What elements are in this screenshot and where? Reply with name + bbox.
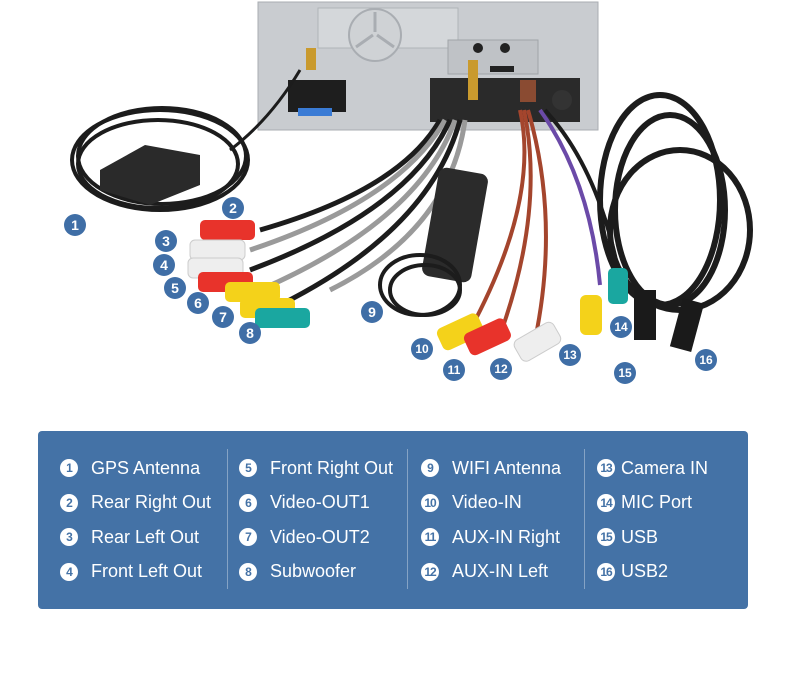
marker-15: 15	[614, 362, 636, 384]
legend-label: WIFI Antenna	[452, 457, 562, 478]
legend-number-badge: 12	[421, 562, 439, 581]
legend-item: 11 AUX-IN Right	[421, 520, 561, 555]
legend-label: GPS Antenna	[91, 457, 201, 478]
marker-2: 2	[222, 197, 244, 219]
legend-column-2: 5 Front Right Out 6 Video-OUT1 7 Video-OUT2…	[239, 451, 393, 589]
legend-label: Video-OUT2	[270, 526, 370, 547]
legend-panel: 1 GPS Antenna 2 Rear Right Out 3 Rear Left …	[38, 431, 748, 609]
wiring-illustration	[70, 1, 753, 362]
legend-label: Front Right Out	[270, 457, 394, 478]
legend-number-badge: 10	[421, 493, 439, 512]
legend-item: 1 GPS Antenna	[60, 451, 211, 486]
legend-item: 12 AUX-IN Left	[421, 555, 561, 590]
legend-item: 2 Rear Right Out	[60, 486, 211, 521]
legend-label: Rear Right Out	[91, 492, 212, 513]
wifi-antenna-module	[422, 167, 488, 283]
marker-9: 9	[361, 301, 383, 323]
usb-connector-2	[669, 298, 705, 352]
rca-plugs-left	[187, 220, 310, 328]
legend-label: USB2	[621, 561, 669, 582]
legend-label: AUX-IN Right	[452, 526, 561, 547]
legend-number-badge: 2	[60, 493, 78, 512]
legend-divider	[584, 449, 585, 589]
head-unit-chassis	[257, 1, 599, 131]
legend-item: 13 Camera IN	[597, 451, 708, 486]
legend-item: 16 USB2	[597, 555, 708, 590]
legend-divider	[227, 449, 228, 589]
legend-item: 15 USB	[597, 520, 708, 555]
legend-column-4: 13 Camera IN 14 MIC Port 15 USB 16 USB2	[597, 451, 708, 589]
legend-item: 3 Rear Left Out	[60, 520, 211, 555]
marker-12: 12	[490, 358, 512, 380]
wifi-cable-coil	[378, 253, 462, 317]
legend-number-badge: 8	[239, 562, 257, 581]
legend-label: MIC Port	[621, 492, 693, 513]
gps-antenna	[70, 69, 302, 212]
harness-cables	[249, 108, 622, 341]
legend-item: 5 Front Right Out	[239, 451, 393, 486]
legend-item: 9 WIFI Antenna	[421, 451, 561, 486]
marker-14: 14	[610, 316, 632, 338]
legend-number-badge: 3	[60, 528, 78, 547]
legend-label: Camera IN	[621, 457, 709, 478]
legend-number-badge: 5	[239, 459, 257, 478]
legend-item: 10 Video-IN	[421, 486, 561, 521]
legend-number-badge: 14	[597, 493, 615, 512]
marker-16: 16	[695, 349, 717, 371]
legend-label: USB	[621, 526, 659, 547]
legend-label: Rear Left Out	[91, 526, 200, 547]
legend-item: 8 Subwoofer	[239, 555, 393, 590]
legend-label: Front Left Out	[91, 561, 203, 582]
legend-number-badge: 6	[239, 493, 257, 512]
marker-11: 11	[443, 359, 465, 381]
legend-number-badge: 16	[597, 562, 615, 581]
legend-number-badge: 11	[421, 528, 439, 547]
legend-number-badge: 4	[60, 562, 78, 581]
legend-item: 14 MIC Port	[597, 486, 708, 521]
marker-8: 8	[239, 322, 261, 344]
legend-label: Video-IN	[452, 492, 522, 513]
legend-item: 7 Video-OUT2	[239, 520, 393, 555]
legend-number-badge: 7	[239, 528, 257, 547]
product-photo: 1 2 3 4 5 6 7 8 9 10 11 12 13 14 15 16	[64, 1, 753, 384]
usb-connector-1	[634, 290, 656, 340]
marker-5: 5	[164, 277, 186, 299]
rca-plugs-bottom	[436, 268, 628, 362]
gps-antenna-puck	[100, 145, 200, 205]
marker-7: 7	[212, 306, 234, 328]
legend-number-badge: 1	[60, 459, 78, 478]
legend-label: Subwoofer	[270, 561, 357, 582]
legend-number-badge: 13	[597, 459, 615, 478]
marker-13: 13	[559, 344, 581, 366]
legend-item: 6 Video-OUT1	[239, 486, 393, 521]
marker-6: 6	[187, 292, 209, 314]
marker-10: 10	[411, 338, 433, 360]
marker-3: 3	[155, 230, 177, 252]
legend-item: 4 Front Left Out	[60, 555, 211, 590]
marker-4: 4	[153, 254, 175, 276]
legend-label: AUX-IN Left	[452, 561, 549, 582]
legend-column-1: 1 GPS Antenna 2 Rear Right Out 3 Rear Left …	[60, 451, 211, 589]
legend-label: Video-OUT1	[270, 492, 370, 513]
legend-divider	[407, 449, 408, 589]
legend-number-badge: 15	[597, 528, 615, 547]
legend-number-badge: 9	[421, 459, 439, 478]
marker-1: 1	[64, 214, 86, 236]
